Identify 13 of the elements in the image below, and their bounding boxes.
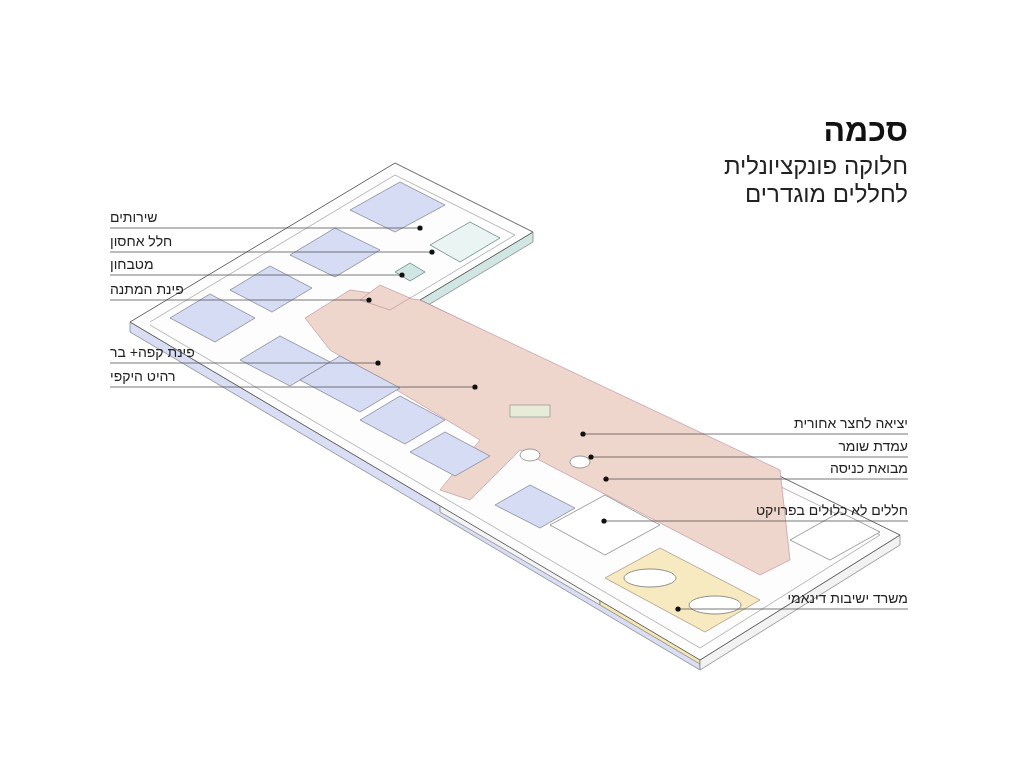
callout-label: יציאה לחצר אחורית bbox=[794, 412, 908, 434]
callout-label: מטבחון bbox=[110, 253, 154, 275]
title: סכמה bbox=[823, 112, 908, 148]
callout-label: פינת קפה+ בר bbox=[110, 341, 195, 363]
callout-label: פינת המתנה bbox=[110, 278, 184, 300]
subtitle: חלוקה פונקציונלית לחללים מוגדרים bbox=[722, 152, 908, 208]
callout-label: עמדת שומר bbox=[838, 435, 908, 457]
callout-label: חללים לא כלולים בפרויקט bbox=[755, 499, 908, 521]
callout-label: חלל אחסון bbox=[110, 230, 173, 252]
callout-label: משרד ישיבות דינאמי bbox=[787, 587, 908, 609]
callout-label: רהיט היקפי bbox=[110, 365, 176, 387]
callout-label: שירותים bbox=[110, 206, 158, 228]
callout-label: מבואת כניסה bbox=[829, 457, 908, 479]
